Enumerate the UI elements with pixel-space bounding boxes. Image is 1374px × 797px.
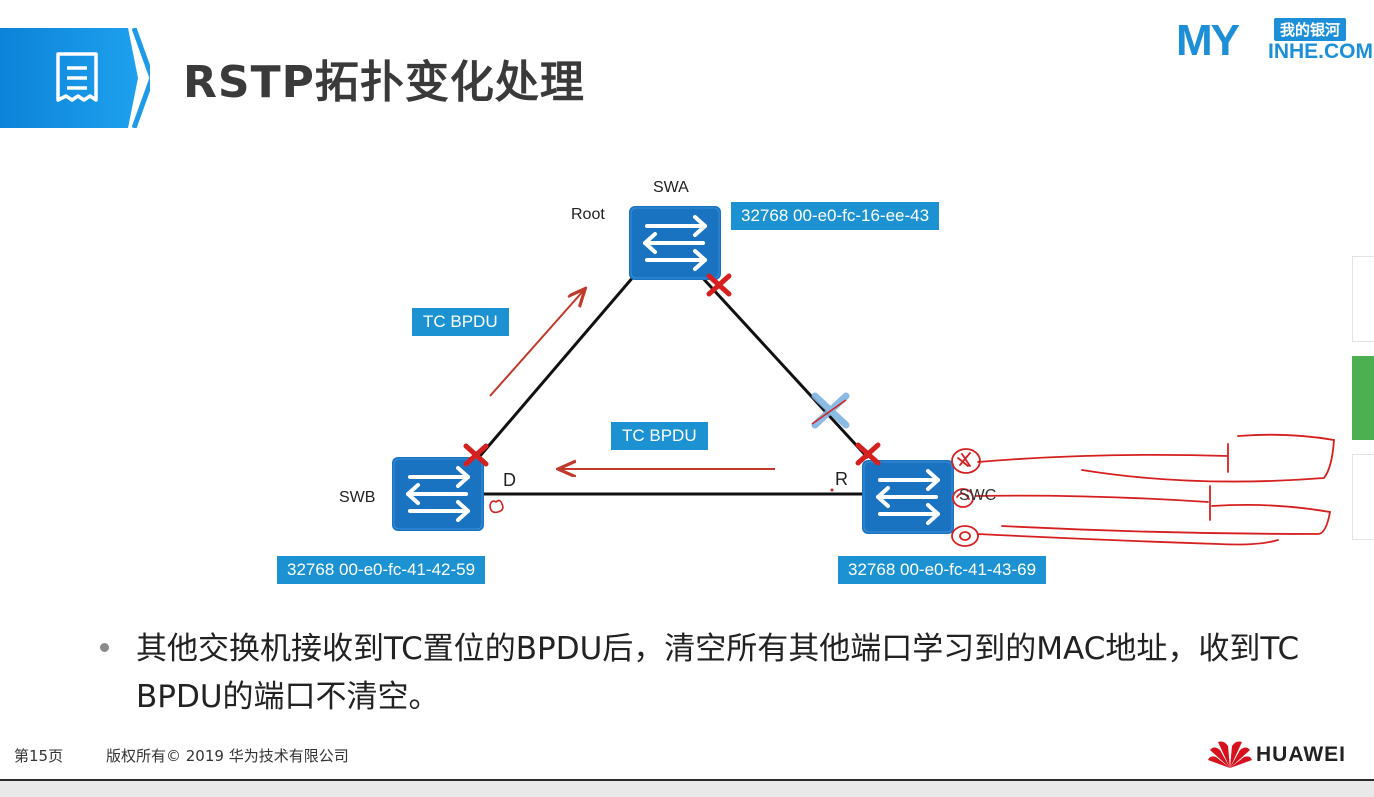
switch-swc-name: SWC (959, 487, 997, 504)
logo-url: INHE.COM (1268, 40, 1373, 63)
tc-bpdu-label-2: TC BPDU (611, 422, 708, 450)
switch-swa-icon (627, 204, 723, 282)
switch-swb-name: SWB (339, 489, 376, 506)
tc-bpdu-label-1: TC BPDU (412, 308, 509, 336)
link-swa-swb (478, 275, 636, 457)
logo-brand: MY (1176, 16, 1240, 65)
bottom-strip (0, 781, 1374, 797)
port-label-r: R (835, 469, 848, 489)
swa-bridge-id: 32768 00-e0-fc-16-ee-43 (731, 202, 940, 230)
side-tab-2[interactable] (1352, 356, 1374, 440)
side-tab-1[interactable] (1352, 256, 1374, 342)
title-bar-graphic (0, 28, 150, 128)
huawei-logo: HUAWEI (1208, 738, 1345, 770)
root-label: Root (571, 206, 605, 223)
swb-bridge-id: 32768 00-e0-fc-41-42-59 (277, 556, 486, 584)
switch-swc-icon (860, 458, 956, 536)
side-tab-3[interactable] (1352, 454, 1374, 540)
huawei-flower-icon (1208, 741, 1252, 768)
blocked-port-mark (463, 273, 881, 467)
document-icon (56, 52, 98, 102)
huawei-wordmark: HUAWEI (1256, 743, 1346, 766)
side-panel-tabs (1352, 256, 1374, 554)
bullet-dot (100, 643, 109, 652)
switch-swa-name: SWA (653, 179, 689, 196)
swc-bridge-id: 32768 00-e0-fc-41-43-69 (838, 556, 1047, 584)
logo-badge: 我的银河 (1274, 18, 1347, 41)
page-number: 第15页 (14, 747, 64, 765)
footer-divider (0, 779, 1374, 781)
mingyinhe-logo: MY 我的银河 INHE.COM (1170, 14, 1373, 65)
handwritten-mac-entries (951, 433, 1335, 547)
switch-swb-icon (390, 455, 486, 533)
port-label-d: D (503, 470, 516, 490)
page-title: RSTP拓扑变化处理 (183, 57, 585, 108)
bullet-text: 其他交换机接收到TC置位的BPDU后，清空所有其他端口学习到的MAC地址，收到T… (136, 631, 1300, 715)
tc-arrow-up (489, 290, 584, 397)
copyright-text: 版权所有© 2019 华为技术有限公司 (106, 747, 349, 765)
link-swa-swc (698, 273, 870, 460)
